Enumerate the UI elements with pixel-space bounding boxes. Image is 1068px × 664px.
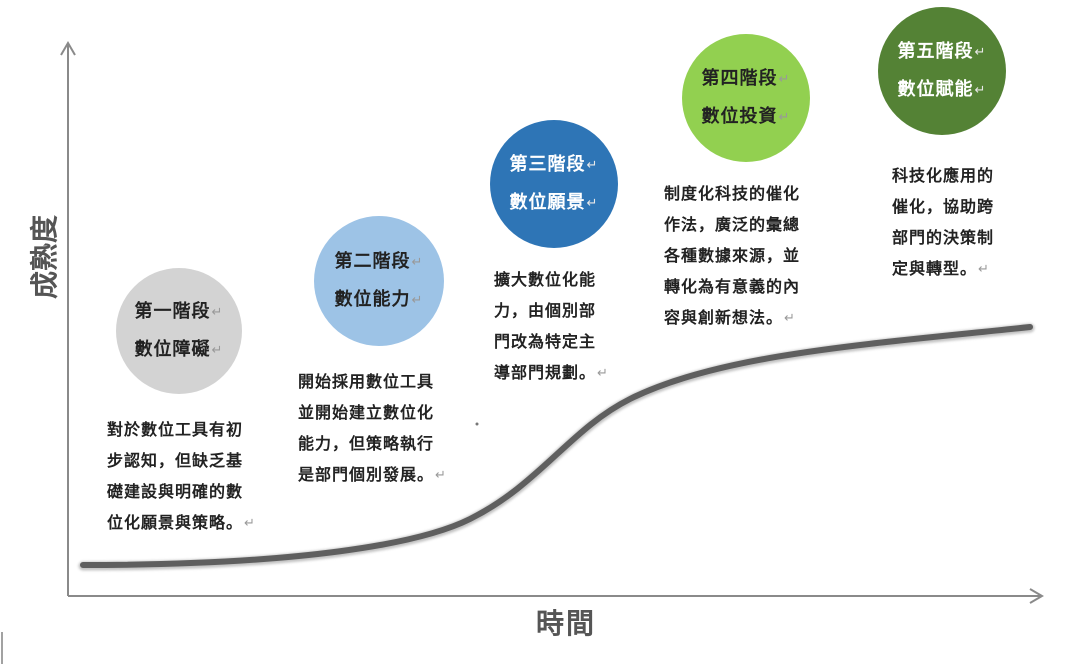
stage-2-circle: 第二階段↵ 數位能力↵ [314, 216, 444, 346]
stray-dot [475, 422, 479, 426]
stage-2-desc-line: 能力，但策略執行 [298, 434, 435, 453]
return-mark-icon: ↵ [411, 255, 424, 270]
stage-4-circle: 第四階段↵ 數位投資↵ [682, 34, 810, 162]
stage-2-desc-line: 是部門個別發展。 [298, 465, 435, 484]
return-mark-icon: ↵ [974, 83, 987, 98]
stage-4-title: 第四階段 [701, 68, 778, 89]
stage-1-desc-line: 步認知，但缺乏基 [107, 451, 244, 470]
stage-5-desc-line: 催化，協助跨 [892, 197, 995, 216]
return-mark-icon: ↵ [978, 262, 990, 277]
return-mark-icon: ↵ [778, 72, 791, 87]
stage-2-desc-line: 開始採用數位工具 [298, 372, 435, 391]
stage-5-title: 第五階段 [897, 41, 974, 62]
stage-1-desc-line: 位化願景與策略。 [107, 513, 244, 532]
growth-curve [80, 324, 1033, 568]
stage-4-desc-line: 各種數據來源，並 [664, 246, 801, 265]
stage-3-name: 數位願景 [509, 192, 586, 213]
return-mark-icon: ↵ [435, 468, 447, 483]
stage-4-desc-line: 制度化科技的催化 [664, 184, 801, 203]
return-mark-icon: ↵ [244, 516, 256, 531]
return-mark-icon: ↵ [974, 45, 987, 60]
return-mark-icon: ↵ [586, 158, 599, 173]
return-mark-icon: ↵ [211, 305, 224, 320]
stage-2-name: 數位能力 [334, 289, 411, 310]
return-mark-icon: ↵ [597, 366, 609, 381]
stage-2-desc-line: 並開始建立數位化 [298, 403, 435, 422]
return-mark-icon: ↵ [784, 311, 796, 326]
stage-5-name: 數位賦能 [897, 79, 974, 100]
stage-3-desc-line: 導部門規劃。 [494, 363, 597, 382]
stage-1-desc-line: 對於數位工具有初 [107, 420, 244, 439]
return-mark-icon: ↵ [586, 196, 599, 211]
stage-3-title: 第三階段 [509, 154, 586, 175]
stage-4-desc-line: 轉化為有意義的內 [664, 277, 801, 296]
stage-2-description: 開始採用數位工具 並開始建立數位化 能力，但策略執行 是部門個別發展。↵ [298, 366, 447, 491]
stage-4-desc-line: 容與創新想法。 [664, 308, 784, 327]
stage-5-desc-line: 部門的決策制 [892, 228, 995, 247]
stage-1-desc-line: 礎建設與明確的數 [107, 482, 244, 501]
x-axis-arrowhead [1029, 588, 1044, 604]
stage-4-name: 數位投資 [701, 106, 778, 127]
stage-5-circle: 第五階段↵ 數位賦能↵ [878, 7, 1006, 135]
stage-3-desc-line: 力，由個別部 [494, 301, 597, 320]
stage-3-desc-line: 擴大數位化能 [494, 270, 597, 289]
stage-1-circle: 第一階段↵ 數位障礙↵ [116, 268, 242, 394]
stage-3-circle: 第三階段↵ 數位願景↵ [490, 120, 618, 248]
return-mark-icon: ↵ [211, 343, 224, 358]
return-mark-icon: ↵ [778, 110, 791, 125]
stage-3-desc-line: 門改為特定主 [494, 332, 597, 351]
stage-1-name: 數位障礙 [134, 339, 211, 360]
stage-4-desc-line: 作法，廣泛的彙總 [664, 215, 801, 234]
stage-4-description: 制度化科技的催化 作法，廣泛的彙總 各種數據來源，並 轉化為有意義的內 容與創新… [664, 178, 800, 334]
stage-3-description: 擴大數位化能 力，由個別部 門改為特定主 導部門規劃。↵ [494, 264, 609, 389]
y-axis-label: 成熟度 [28, 214, 61, 299]
stage-2-title: 第二階段 [334, 251, 411, 272]
y-axis-arrowhead [60, 41, 76, 56]
stage-5-description: 科技化應用的 催化，協助跨 部門的決策制 定與轉型。↵ [892, 160, 994, 285]
stage-5-desc-line: 定與轉型。 [892, 259, 978, 278]
x-axis-label: 時間 [536, 607, 597, 640]
stage-5-desc-line: 科技化應用的 [892, 166, 995, 185]
stage-1-description: 對於數位工具有初 步認知，但缺乏基 礎建設與明確的數 位化願景與策略。↵ [107, 414, 256, 539]
stage-1-title: 第一階段 [134, 301, 211, 322]
return-mark-icon: ↵ [411, 293, 424, 308]
